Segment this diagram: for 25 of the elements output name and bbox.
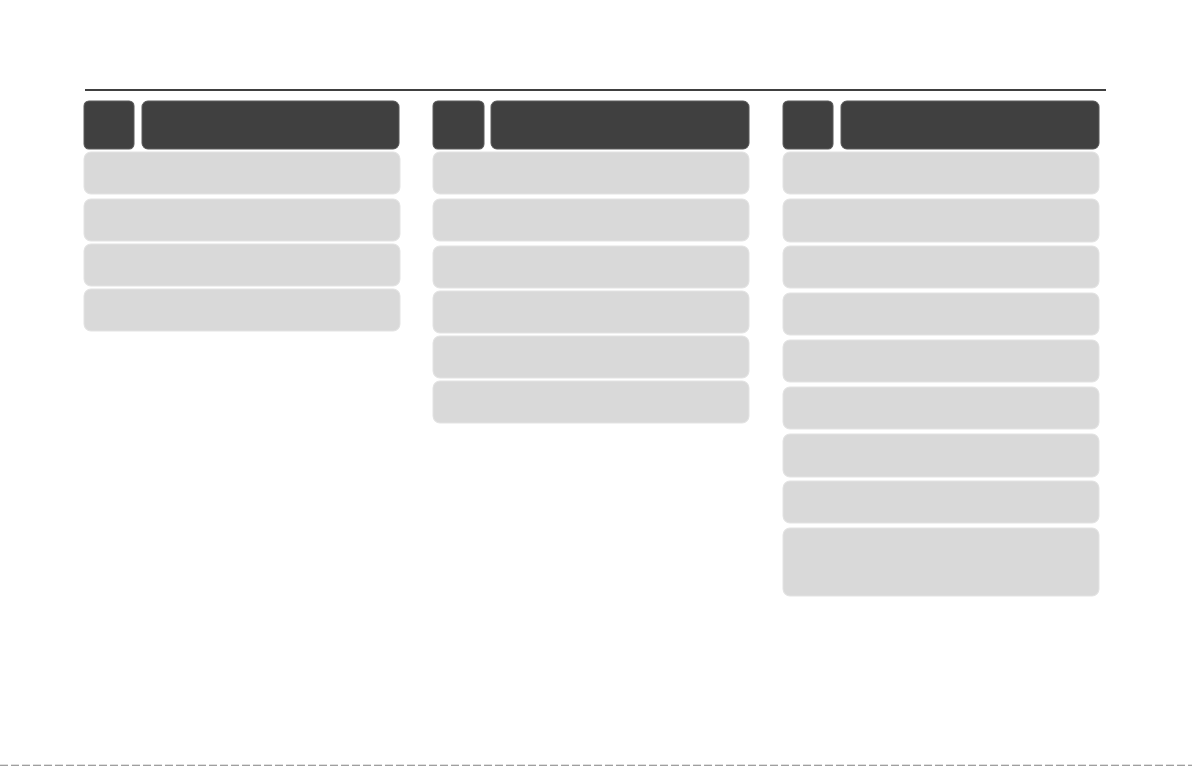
- row-box: [83, 243, 401, 287]
- row-box: [83, 151, 401, 195]
- row-box: [782, 527, 1100, 597]
- row-box: [83, 198, 401, 242]
- row-box: [432, 335, 750, 379]
- header-bar: [141, 100, 400, 150]
- header-bar: [490, 100, 750, 150]
- badge-tile: [83, 100, 135, 150]
- row-box: [432, 380, 750, 424]
- badge-tile: [782, 100, 834, 150]
- row-box: [782, 245, 1100, 289]
- row-box: [782, 433, 1100, 478]
- row-box: [432, 198, 750, 242]
- row-box: [782, 339, 1100, 383]
- row-box: [432, 151, 750, 195]
- badge-tile: [432, 100, 485, 150]
- row-box: [782, 386, 1100, 430]
- row-box: [782, 198, 1100, 243]
- row-box: [432, 290, 750, 334]
- row-box: [782, 480, 1100, 524]
- row-box: [432, 245, 750, 289]
- row-box: [83, 288, 401, 332]
- row-box: [782, 292, 1100, 336]
- header-bar: [840, 100, 1100, 150]
- row-box: [782, 151, 1100, 195]
